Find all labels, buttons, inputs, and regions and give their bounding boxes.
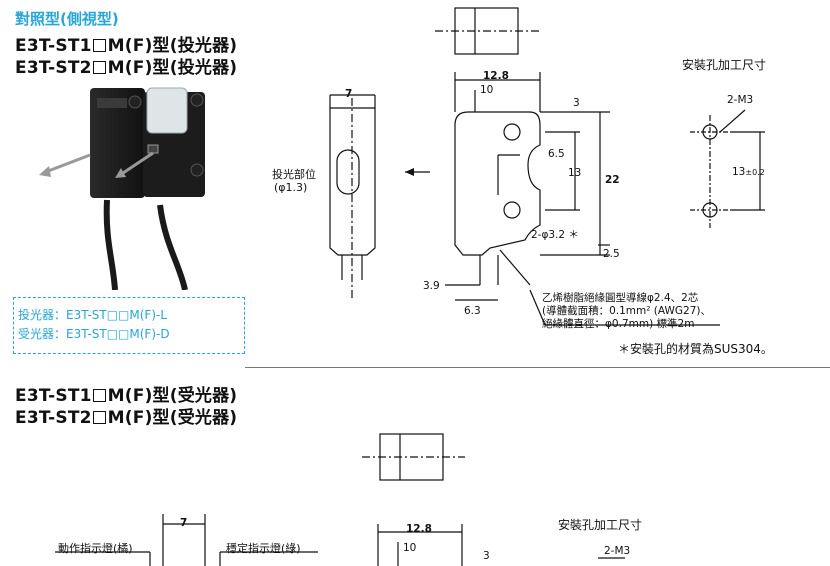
mount-13: 13±0.2 <box>732 166 765 178</box>
dim-2-5: 2.5 <box>603 248 620 260</box>
dim-7: 7 <box>345 88 353 100</box>
model-suffix: M(F)型(投光器) <box>107 58 238 78</box>
dim-13: 13 <box>568 167 582 179</box>
dim-6-5: 6.5 <box>548 148 565 160</box>
stable-indicator-label: 穩定指示燈(綠) <box>226 542 301 555</box>
model-line-receiver-2: E3T-ST2 M(F)型(受光器) <box>15 403 237 428</box>
dim-10: 10 <box>403 542 417 554</box>
receiver-dimension-drawing <box>55 433 625 566</box>
blank-box-icon <box>92 61 106 74</box>
model-prefix: E3T-ST1 <box>15 386 92 406</box>
sensor-photo <box>39 87 205 290</box>
model-prefix: E3T-ST2 <box>15 58 92 78</box>
model-line-emitter-2: E3T-ST2 M(F)型(投光器) <box>15 53 237 78</box>
dim-3: 3 <box>573 97 580 109</box>
dim-12-8: 12.8 <box>406 523 432 535</box>
cable-spec-3: 絕緣體直徑：φ0.7mm) 標準2m <box>542 318 695 330</box>
model-suffix: M(F)型(受光器) <box>107 386 238 406</box>
emitter-part-label: 投光部位 <box>272 168 316 181</box>
dim-3-9: 3.9 <box>423 280 440 292</box>
model-line-emitter-1: E3T-ST1 M(F)型(投光器) <box>15 31 237 56</box>
model-suffix: M(F)型(投光器) <box>107 36 238 56</box>
blank-box-icon <box>92 411 106 424</box>
model-suffix: M(F)型(受光器) <box>107 408 238 428</box>
model-prefix: E3T-ST2 <box>15 408 92 428</box>
cable-spec-1: 乙烯樹脂絕緣圓型導線φ2.4、2芯 <box>542 292 699 304</box>
dim-12-8: 12.8 <box>483 70 509 82</box>
hole-spec: 2-φ3.2 ＊ <box>531 229 579 241</box>
legend-box: 投光器：E3T-ST□□M(F)-L 受光器：E3T-ST□□M(F)-D <box>13 297 245 354</box>
emitter-dimension-drawing <box>329 7 765 326</box>
section-title: 對照型(側視型) <box>15 10 119 28</box>
dim-3: 3 <box>483 550 490 562</box>
dim-7: 7 <box>180 517 188 529</box>
blank-box-icon <box>92 389 106 402</box>
model-line-receiver-1: E3T-ST1 M(F)型(受光器) <box>15 381 237 406</box>
section-divider <box>245 367 830 368</box>
mount-title: 安裝孔加工尺寸 <box>558 518 643 532</box>
model-prefix: E3T-ST1 <box>15 36 92 56</box>
cable-spec-2: (導體截面積：0.1mm² (AWG27)、 <box>542 305 711 317</box>
dim-22: 22 <box>605 174 620 186</box>
blank-box-icon <box>92 39 106 52</box>
mount-m3: 2-M3 <box>604 545 631 557</box>
dim-10: 10 <box>480 84 494 96</box>
emitter-part-diameter: (φ1.3) <box>274 181 308 194</box>
legend-receiver: 受光器：E3T-ST□□M(F)-D <box>18 327 170 341</box>
legend-emitter: 投光器：E3T-ST□□M(F)-L <box>18 308 168 322</box>
dim-6-3: 6.3 <box>464 305 481 317</box>
material-note: ＊安裝孔的材質為SUS304。 <box>618 342 773 356</box>
mount-title: 安裝孔加工尺寸 <box>682 58 767 72</box>
op-indicator-label: 動作指示燈(橘) <box>58 542 133 555</box>
mount-m3: 2-M3 <box>727 94 754 106</box>
